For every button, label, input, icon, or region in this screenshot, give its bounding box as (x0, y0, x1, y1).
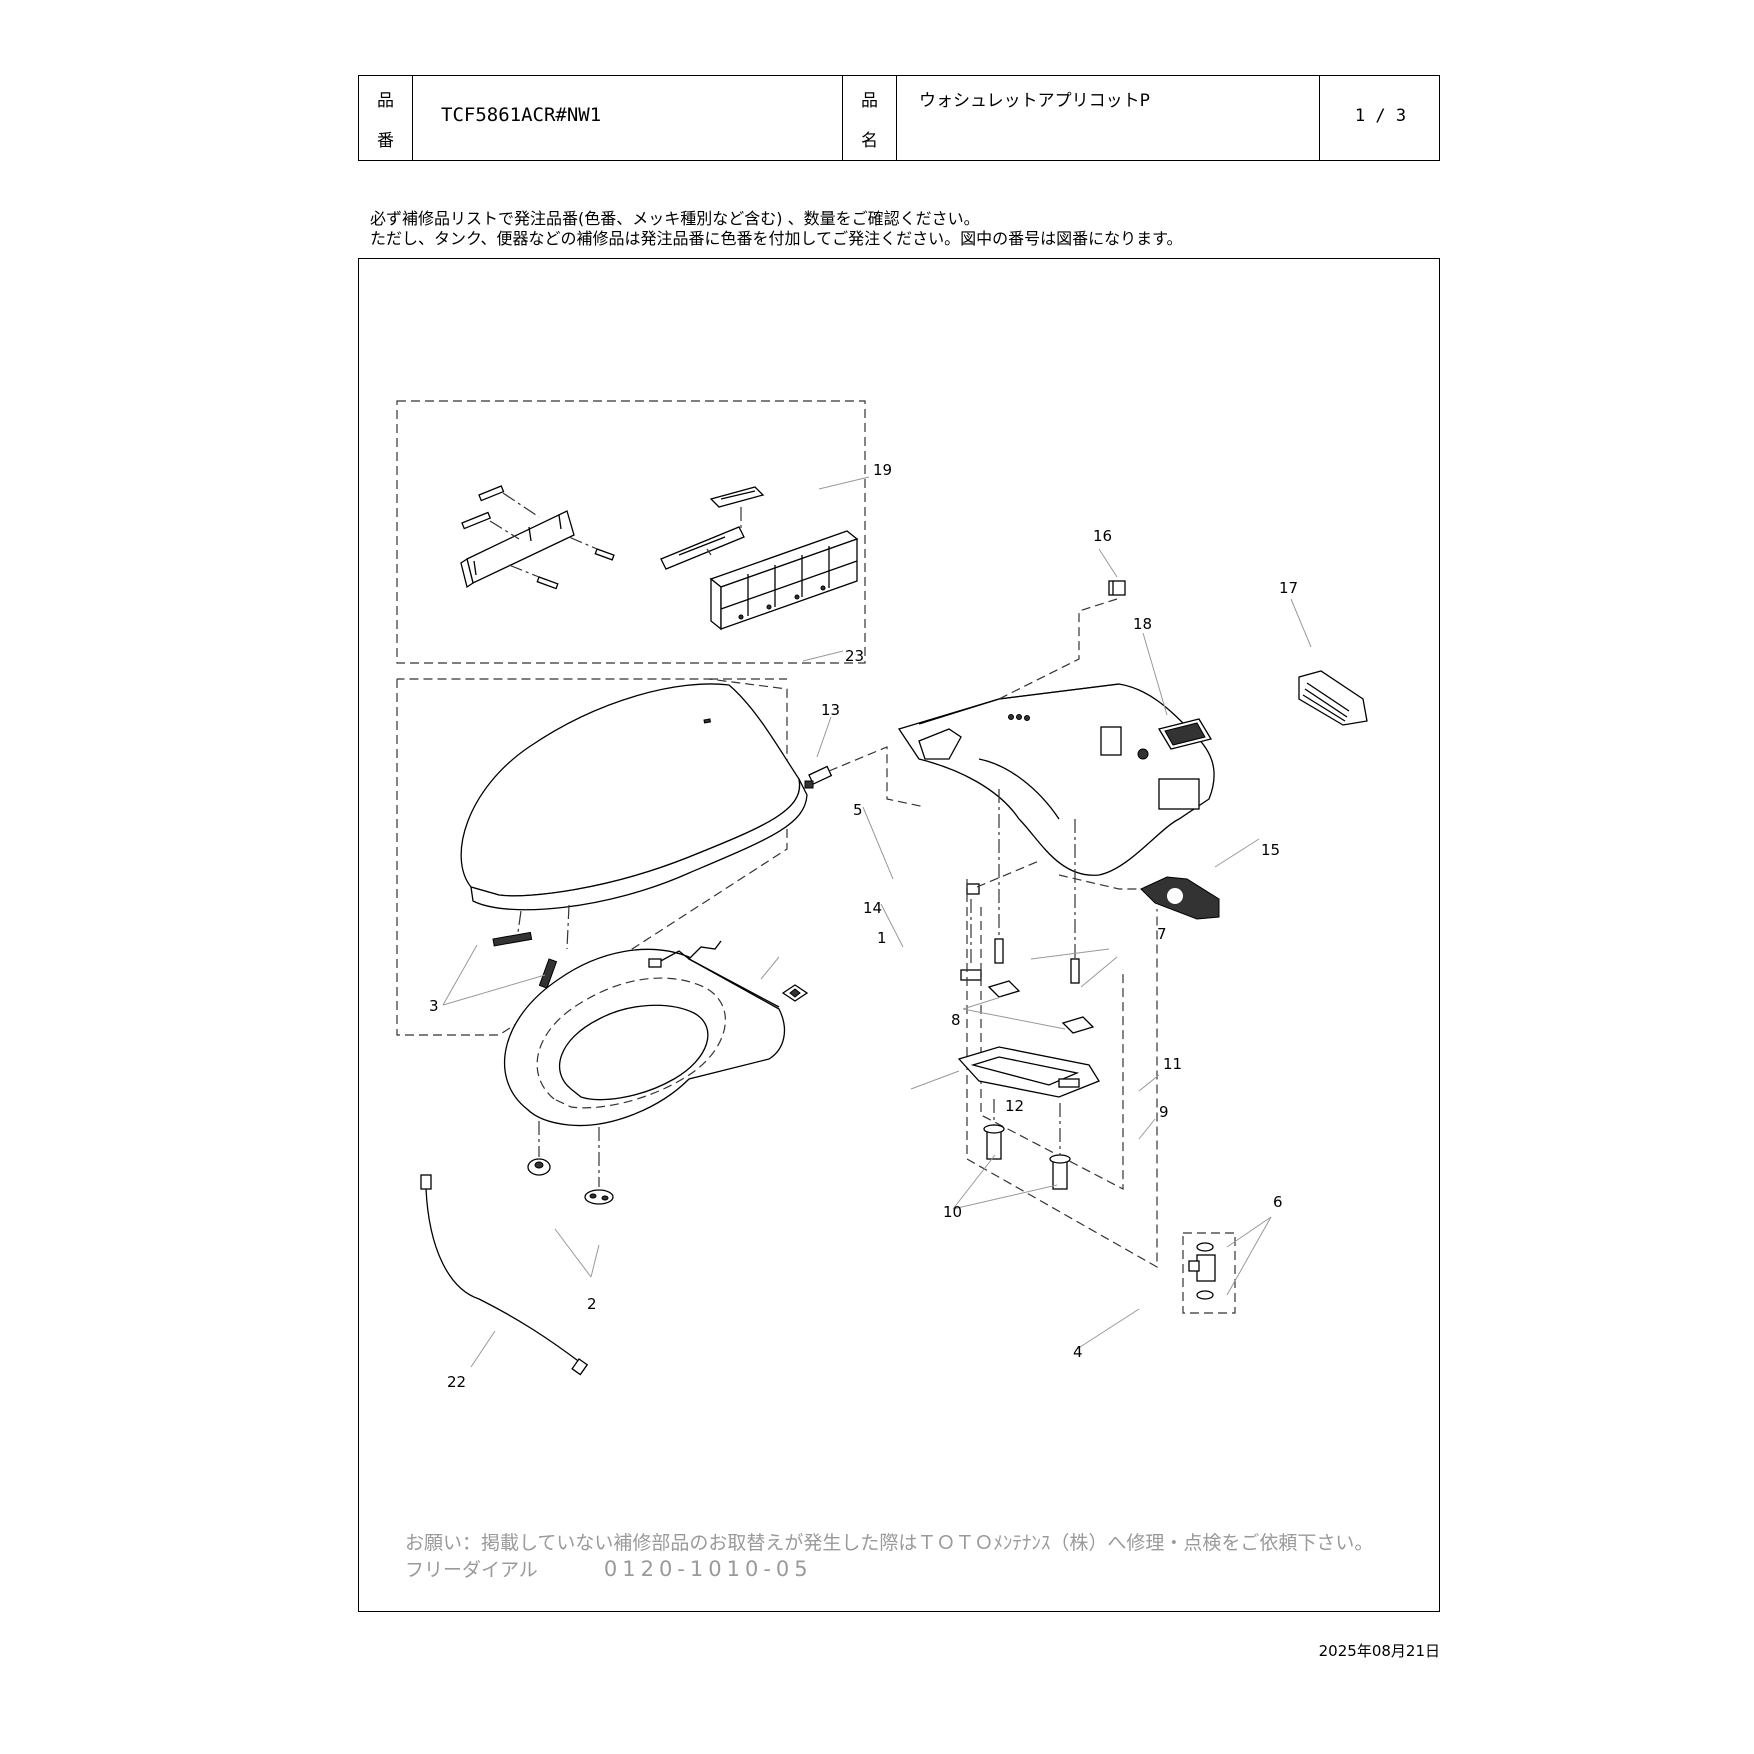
remote-group-box (396, 400, 866, 664)
free-dial-number: 0120-1010-05 (603, 1557, 813, 1581)
callout-2: 2 (587, 1295, 597, 1313)
repair-request-note: お願い：掲載していない補修部品のお取替えが発生した際はＴＯＴＯﾒﾝﾃﾅﾝｽ（株）… (405, 1530, 1373, 1583)
part-10-anchors (983, 1099, 1071, 1190)
part-no-label-cell: 品 番 (359, 76, 413, 160)
order-note-line-2: ただし、タンク、便器などの補修品は発注品番に色番を付加してご発注ください。図中の… (370, 229, 1183, 248)
callout-12: 12 (1005, 1097, 1024, 1115)
callout-23: 23 (845, 647, 864, 665)
callout-7: 7 (1157, 925, 1167, 943)
bracket-pins (461, 485, 615, 590)
remote-wall-bracket (460, 510, 575, 589)
page-number: 1 / 3 (1354, 106, 1407, 126)
free-dial-label: フリーダイアル (405, 1559, 538, 1581)
title-block: 品 番 TCF5861ACR#NW1 品 名 ウォシュレットアプリコットP 1 … (358, 75, 1440, 161)
callout-5: 5 (853, 801, 863, 819)
product-name-cell: ウォシュレットアプリコットP (897, 76, 1320, 160)
remote-control-body (709, 530, 859, 631)
hinge-spring-3 (492, 931, 558, 989)
part-14-stopper (960, 899, 982, 981)
part-18-filter (1157, 718, 1213, 750)
supply-hose-22 (420, 1174, 589, 1376)
part-1-cushion (781, 984, 809, 1002)
page-cell: 1 / 3 (1320, 76, 1441, 160)
remote-top-cover (709, 486, 765, 508)
callout-10: 10 (943, 1203, 962, 1221)
part-no-cell: TCF5861ACR#NW1 (413, 76, 843, 160)
order-notes: 必ず補修品リストで発注品番(色番、メッキ種別など含む) 、数量をご確認ください。… (370, 209, 1182, 249)
exploded-diagram: 19 16 17 18 23 13 5 15 14 1 7 8 3 11 12 … (396, 400, 1368, 1391)
part-16-clip (1108, 580, 1126, 596)
order-note-line-1: 必ず補修品リストで発注品番(色番、メッキ種別など含む) 、数量をご確認ください。 (370, 209, 980, 228)
valve-group-box (1182, 1232, 1236, 1314)
seat-bushings-2 (527, 1158, 614, 1205)
exploded-diagram-frame: 19 16 17 18 23 13 5 15 14 1 7 8 3 11 12 … (358, 258, 1440, 1612)
callout-19: 19 (873, 461, 892, 479)
callout-14: 14 (863, 899, 882, 917)
repair-request-line: お願い：掲載していない補修部品のお取替えが発生した際はＴＯＴＯﾒﾝﾃﾅﾝｽ（株）… (405, 1532, 1374, 1554)
part-8-washers (987, 980, 1095, 1034)
part-no-label-top: 品 (377, 91, 394, 111)
toilet-lid (460, 683, 808, 911)
plate-group-box-9 (966, 879, 1158, 1269)
product-name: ウォシュレットアプリコットP (919, 91, 1150, 111)
hinge-bracket-left (918, 728, 962, 760)
plate-group-box-11 (980, 907, 1124, 1190)
callout-6: 6 (1273, 1193, 1283, 1211)
callout-1: 1 (877, 929, 887, 947)
name-label-bottom: 名 (861, 131, 878, 151)
part-7-screws (994, 938, 1080, 984)
free-dial-line: フリーダイアル 0120-1010-05 (405, 1556, 1373, 1583)
callout-16: 16 (1093, 527, 1112, 545)
callout-11: 11 (1163, 1055, 1182, 1073)
toilet-seat (504, 948, 786, 1127)
callout-22: 22 (447, 1373, 466, 1391)
part-no-label-bottom: 番 (377, 131, 394, 151)
seat-wire-harness (648, 940, 722, 968)
part-4-stop-valve (1188, 1242, 1216, 1300)
callout-15: 15 (1261, 841, 1280, 859)
washlet-main-body (897, 683, 1215, 876)
part-5-clip (966, 860, 1040, 895)
part-number: TCF5861ACR#NW1 (441, 104, 602, 126)
part-13-valve (804, 765, 833, 789)
issue-date: 2025年08月21日 (1318, 1642, 1440, 1660)
callout-8: 8 (951, 1011, 961, 1029)
remote-mount-plate (660, 526, 745, 570)
callout-13: 13 (821, 701, 840, 719)
callout-4: 4 (1073, 1343, 1083, 1361)
part-15-cover (1140, 876, 1220, 920)
callout-9: 9 (1159, 1103, 1169, 1121)
callout-3: 3 (429, 997, 439, 1015)
part-17-grille (1298, 670, 1368, 726)
name-label-cell: 品 名 (843, 76, 897, 160)
callout-17: 17 (1279, 579, 1298, 597)
name-label-top: 品 (861, 91, 878, 111)
part-12-base-plate (957, 1046, 1100, 1098)
callout-18: 18 (1133, 615, 1152, 633)
